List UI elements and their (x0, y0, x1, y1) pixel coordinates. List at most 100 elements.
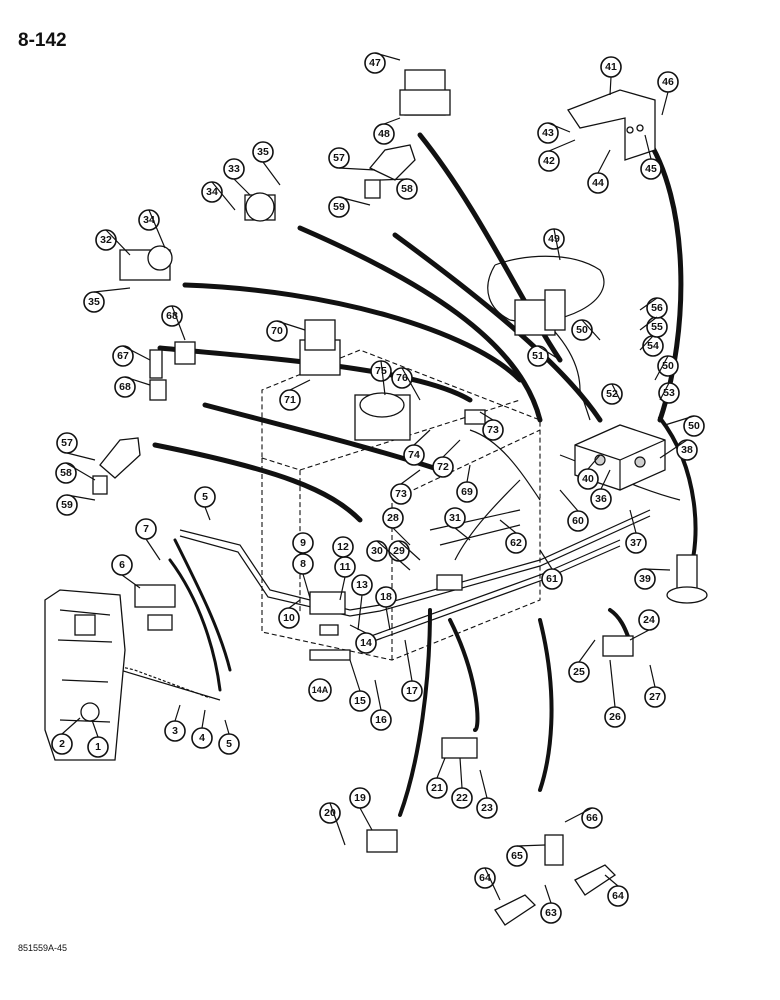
callout-48: 48 (373, 123, 395, 145)
callout-67: 67 (112, 345, 134, 367)
callout-35a: 35 (252, 141, 274, 163)
svg-text:74: 74 (408, 449, 420, 461)
callout-23: 23 (476, 797, 498, 819)
callout-59b: 59 (56, 494, 78, 516)
svg-text:2: 2 (59, 738, 65, 750)
callout-61: 61 (541, 568, 563, 590)
callout-14: 14 (355, 632, 377, 654)
svg-text:32: 32 (100, 234, 112, 246)
svg-text:65: 65 (511, 850, 523, 862)
svg-text:40: 40 (582, 473, 594, 485)
svg-text:3: 3 (172, 725, 178, 737)
callout-5a: 5 (194, 486, 216, 508)
svg-text:50: 50 (688, 420, 700, 432)
callout-30: 30 (366, 540, 388, 562)
svg-text:18: 18 (380, 591, 392, 603)
callout-55: 55 (646, 316, 668, 338)
svg-text:20: 20 (324, 807, 336, 819)
callout-1: 1 (87, 736, 109, 758)
svg-text:10: 10 (283, 612, 295, 624)
callout-5b: 5 (218, 733, 240, 755)
svg-text:13: 13 (356, 579, 368, 591)
svg-text:43: 43 (542, 127, 554, 139)
svg-text:53: 53 (663, 387, 675, 399)
callout-7: 7 (135, 518, 157, 540)
callout-19: 19 (349, 787, 371, 809)
callout-54: 54 (642, 335, 664, 357)
callout-20: 20 (319, 802, 341, 824)
callout-47: 47 (364, 52, 386, 74)
svg-text:38: 38 (681, 444, 693, 456)
callout-10: 10 (278, 607, 300, 629)
callout-38: 38 (676, 439, 698, 461)
callout-9: 9 (292, 532, 314, 554)
svg-text:64: 64 (612, 890, 624, 902)
svg-text:16: 16 (375, 714, 387, 726)
svg-text:5: 5 (202, 491, 208, 503)
callout-18: 18 (375, 586, 397, 608)
callout-44: 44 (587, 172, 609, 194)
callout-63: 63 (540, 902, 562, 924)
callout-62: 62 (505, 532, 527, 554)
svg-text:70: 70 (271, 325, 283, 337)
svg-text:67: 67 (117, 350, 129, 362)
svg-text:15: 15 (354, 695, 366, 707)
svg-text:9: 9 (300, 537, 306, 549)
svg-text:52: 52 (606, 388, 618, 400)
svg-text:59: 59 (333, 201, 345, 213)
callout-27: 27 (644, 686, 666, 708)
svg-text:60: 60 (572, 515, 584, 527)
callout-6: 6 (111, 554, 133, 576)
callout-31: 31 (444, 507, 466, 529)
svg-text:58: 58 (401, 183, 413, 195)
svg-text:73: 73 (395, 488, 407, 500)
svg-text:71: 71 (284, 394, 296, 406)
svg-text:55: 55 (651, 321, 663, 333)
callout-8: 8 (292, 553, 314, 575)
svg-text:72: 72 (437, 461, 449, 473)
page-number: 8-142 (18, 30, 67, 51)
callout-58a: 58 (396, 178, 418, 200)
svg-text:5: 5 (226, 738, 232, 750)
callout-4: 4 (191, 727, 213, 749)
svg-text:62: 62 (510, 537, 522, 549)
callout-56: 56 (646, 297, 668, 319)
callout-24: 24 (638, 609, 660, 631)
callout-60: 60 (567, 510, 589, 532)
svg-text:1: 1 (95, 741, 101, 753)
callout-26: 26 (604, 706, 626, 728)
callout-53: 53 (658, 382, 680, 404)
svg-text:28: 28 (387, 512, 399, 524)
callout-65: 65 (506, 845, 528, 867)
svg-text:39: 39 (639, 573, 651, 585)
callout-76: 76 (391, 367, 413, 389)
svg-text:66: 66 (586, 812, 598, 824)
svg-text:26: 26 (609, 711, 621, 723)
svg-text:76: 76 (396, 372, 408, 384)
callout-leaders (61, 52, 695, 904)
callout-68b: 68 (114, 376, 136, 398)
callout-72: 72 (432, 456, 454, 478)
callout-57a: 57 (328, 147, 350, 169)
svg-text:33: 33 (228, 163, 240, 175)
callout-51: 51 (527, 345, 549, 367)
svg-text:69: 69 (461, 486, 473, 498)
svg-text:41: 41 (605, 61, 617, 73)
svg-text:17: 17 (406, 685, 418, 697)
svg-text:4: 4 (199, 732, 205, 744)
svg-text:56: 56 (651, 302, 663, 314)
callout-25: 25 (568, 661, 590, 683)
svg-text:30: 30 (371, 545, 383, 557)
callout-50a: 50 (571, 319, 593, 341)
callout-32: 32 (95, 229, 117, 251)
svg-text:31: 31 (449, 512, 461, 524)
svg-text:73: 73 (487, 424, 499, 436)
svg-text:68: 68 (119, 381, 131, 393)
callout-34a: 34 (201, 181, 223, 203)
callout-69: 69 (456, 481, 478, 503)
callout-35b: 35 (83, 291, 105, 313)
svg-text:23: 23 (481, 802, 493, 814)
callout-52: 52 (601, 383, 623, 405)
svg-text:11: 11 (339, 561, 350, 573)
svg-text:42: 42 (543, 155, 555, 167)
